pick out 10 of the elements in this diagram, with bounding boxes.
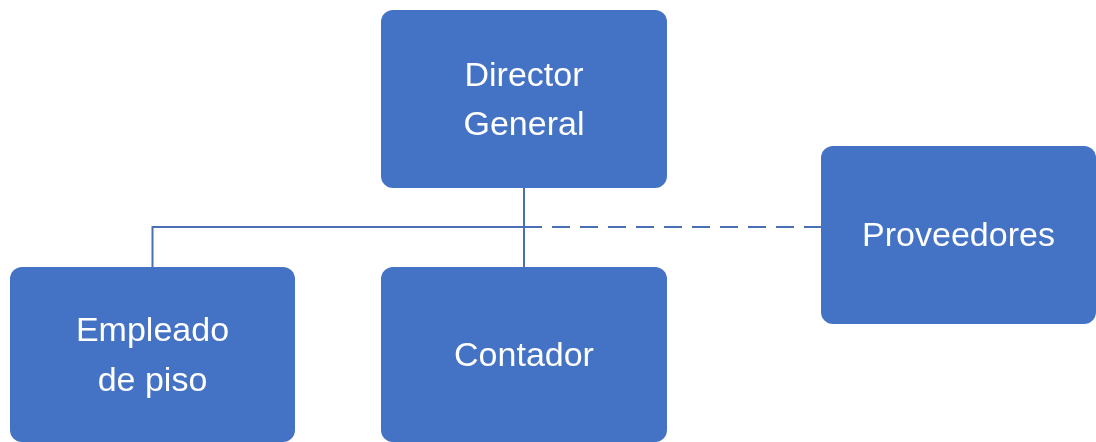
dashed-connector (523, 226, 822, 228)
org-box (821, 146, 1096, 324)
node-label: Proveedores (862, 214, 1055, 256)
node-label: Director General (462, 53, 586, 144)
connector-line (523, 187, 525, 268)
node-label: Contador (454, 333, 594, 375)
org-box (10, 267, 295, 442)
org-box (381, 10, 667, 188)
org-box (381, 267, 667, 442)
node-label: Empleado de piso (74, 309, 231, 400)
